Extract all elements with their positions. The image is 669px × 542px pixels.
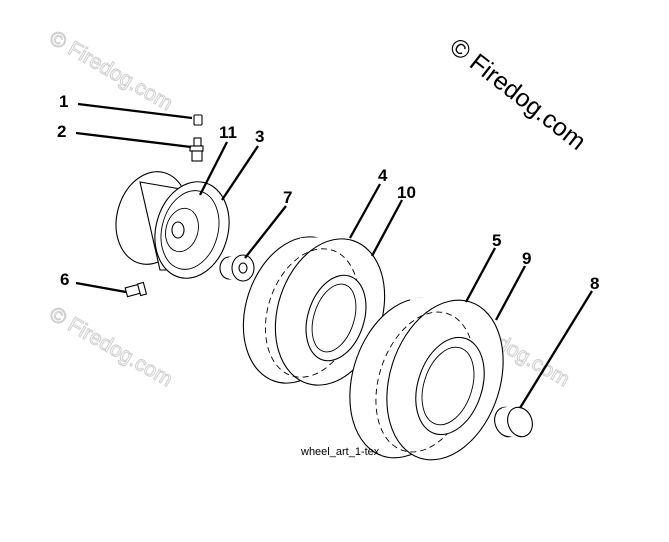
diagram-caption: wheel_art_1-tex [300,446,380,458]
part-front-tire [242,236,386,386]
leader-lines [75,102,593,409]
part-rear-tire [349,296,504,461]
callout-labels: 1 2 11 3 7 6 4 10 5 9 8 [57,92,599,293]
watermark-main: © Firedog.com [444,33,591,156]
leader-9 [494,265,527,321]
leader-6 [75,281,127,294]
part-wheel-rim [115,171,230,279]
leader-8 [519,290,593,409]
leader-7 [244,205,287,259]
part-valve-cap [193,114,203,126]
leader-4 [348,183,382,239]
callout-9: 9 [522,249,531,268]
part-bolt [124,281,148,298]
leader-1 [77,102,193,120]
leader-11 [198,141,229,196]
callout-1: 1 [59,92,68,111]
callout-10: 10 [397,183,416,202]
callout-2: 2 [57,122,66,141]
leader-5 [464,247,497,303]
part-bushing [219,254,255,282]
callout-11: 11 [219,123,237,142]
leader-10 [370,199,404,257]
leader-2 [75,131,192,149]
callout-4: 4 [378,166,388,185]
callout-8: 8 [590,274,599,293]
part-hub-cap [494,404,533,438]
part-valve-stem [189,137,204,162]
callout-5: 5 [492,231,501,250]
watermark-faint-bottomleft: © Firedog.com [46,302,177,391]
callout-7: 7 [283,188,292,207]
callout-3: 3 [255,127,264,146]
callout-6: 6 [60,270,69,289]
leader-3 [221,145,259,201]
